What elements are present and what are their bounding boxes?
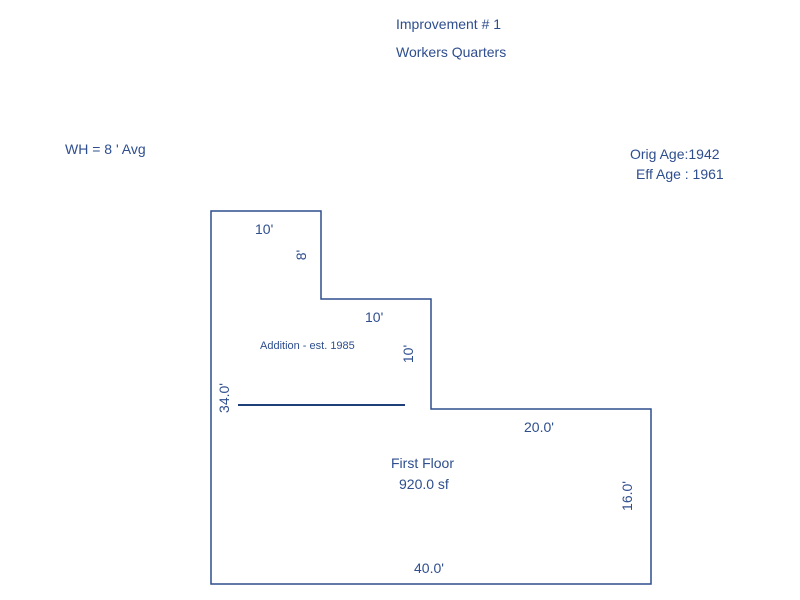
right-height-dimension: 16.0' bbox=[618, 481, 635, 511]
wall-height-label: WH = 8 ' Avg bbox=[65, 141, 146, 157]
floor-area-label: 920.0 sf bbox=[399, 476, 449, 492]
orig-age-label: Orig Age:1942 bbox=[630, 146, 720, 162]
floor-plan-outline bbox=[210, 210, 652, 585]
right-top-width-dimension: 20.0' bbox=[524, 419, 554, 435]
step-width-dimension: 10' bbox=[365, 309, 384, 325]
floor-name-label: First Floor bbox=[391, 455, 454, 471]
building-name: Workers Quarters bbox=[396, 44, 507, 60]
addition-note: Addition - est. 1985 bbox=[260, 340, 355, 352]
improvement-title: Improvement # 1 bbox=[396, 16, 502, 32]
notch-depth-dimension: 8' bbox=[293, 249, 310, 261]
bottom-width-dimension: 40.0' bbox=[414, 560, 444, 576]
left-height-dimension: 34.0' bbox=[215, 383, 232, 413]
top-width-dimension: 10' bbox=[255, 221, 274, 237]
eff-age-label: Eff Age : 1961 bbox=[636, 166, 724, 182]
step-depth-dimension: 10' bbox=[400, 344, 417, 364]
